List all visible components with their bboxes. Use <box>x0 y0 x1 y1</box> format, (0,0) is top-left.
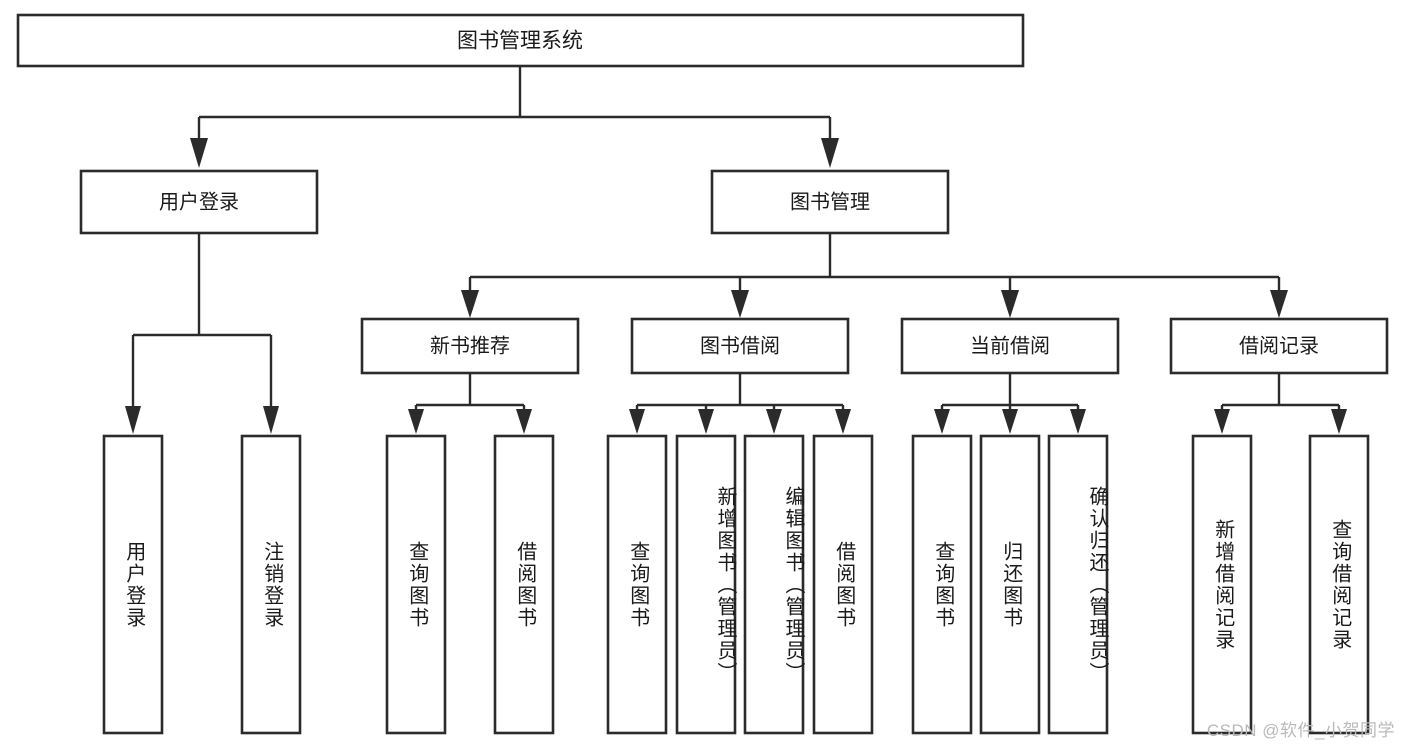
connector-group-borrow-records-children <box>1214 373 1347 434</box>
watermark-text: CSDN @软件_小贺同学 <box>1206 721 1395 740</box>
connector-group-book-manage-children <box>461 233 1288 318</box>
node-book-borrow-label: 图书借阅 <box>700 334 780 357</box>
node-root-box[interactable] <box>16 13 1025 68</box>
arrow-head-leaf-confirm-return <box>1070 409 1086 434</box>
node-borrow-records[interactable]: 借阅记录 <box>1169 317 1389 375</box>
arrow-head-book-borrow <box>731 290 749 318</box>
leaf-box-logout[interactable] <box>240 434 302 735</box>
leaf-box-borrow-book-1[interactable] <box>493 434 555 735</box>
arrow-head-current-borrow <box>1001 290 1019 318</box>
leaf-box-edit-book[interactable] <box>743 434 805 735</box>
node-new-book-recommend-label: 新书推荐 <box>430 334 510 357</box>
connector-group-current-borrow-children <box>934 373 1086 434</box>
leaf-box-query-book-3[interactable] <box>911 434 973 735</box>
node-book-borrow-box[interactable] <box>630 317 850 375</box>
connector-group-book-borrow-children <box>629 373 851 434</box>
arrow-head-leaf-logout <box>263 406 279 434</box>
node-user-login[interactable]: 用户登录 <box>79 169 319 235</box>
node-book-manage[interactable]: 图书管理 <box>710 169 950 235</box>
arrow-head-leaf-user-login <box>125 406 141 434</box>
connector-group-user-login-children <box>125 233 279 434</box>
node-user-login-box[interactable] <box>79 169 319 235</box>
arrow-head-leaf-query-book-3 <box>934 409 950 434</box>
arrow-head-leaf-query-record <box>1331 409 1347 434</box>
node-root-label: 图书管理系统 <box>457 30 583 53</box>
leaf-group-new-book-recommend <box>385 434 555 735</box>
node-root[interactable]: 图书管理系统 <box>16 13 1025 68</box>
arrow-head-borrow-records <box>1270 290 1288 318</box>
leaf-box-return-book[interactable] <box>979 434 1041 735</box>
connector-group-root-to-level1 <box>190 66 839 168</box>
arrow-head-leaf-query-book-2 <box>629 409 645 434</box>
leaf-group-user-login <box>102 434 302 735</box>
leaf-box-query-book-2[interactable] <box>606 434 668 735</box>
leaf-box-query-book-1[interactable] <box>385 434 447 735</box>
node-new-book-recommend-box[interactable] <box>360 317 580 375</box>
node-book-manage-box[interactable] <box>710 169 950 235</box>
node-book-manage-label: 图书管理 <box>790 190 870 213</box>
leaf-box-query-record[interactable] <box>1308 434 1370 735</box>
node-borrow-records-label: 借阅记录 <box>1239 334 1319 357</box>
arrow-head-new-book <box>461 290 479 318</box>
node-book-borrow[interactable]: 图书借阅 <box>630 317 850 375</box>
leaf-box-user-login[interactable] <box>102 434 164 735</box>
leaf-group-book-borrow <box>606 434 874 735</box>
node-current-borrow-box[interactable] <box>900 317 1120 375</box>
node-current-borrow[interactable]: 当前借阅 <box>900 317 1120 375</box>
arrow-head-user-login <box>190 138 208 168</box>
arrow-head-leaf-borrow-book-1 <box>516 409 532 434</box>
connector-group-new-book-children <box>408 373 532 434</box>
node-current-borrow-label: 当前借阅 <box>970 334 1050 357</box>
leaf-box-add-record[interactable] <box>1191 434 1253 735</box>
arrow-head-leaf-add-record <box>1214 409 1230 434</box>
leaf-group-borrow-records <box>1191 434 1370 735</box>
arrow-head-leaf-query-book-1 <box>408 409 424 434</box>
arrow-head-book-manage <box>821 138 839 168</box>
leaf-box-borrow-book-2[interactable] <box>812 434 874 735</box>
leaf-box-confirm-return[interactable] <box>1047 434 1109 735</box>
leaf-group-current-borrow <box>911 434 1109 735</box>
arrow-head-leaf-add-book <box>698 409 714 434</box>
leaf-box-add-book[interactable] <box>675 434 737 735</box>
node-borrow-records-box[interactable] <box>1169 317 1389 375</box>
arrow-head-leaf-return-book <box>1002 409 1018 434</box>
arrow-head-leaf-edit-book <box>766 409 782 434</box>
arrow-head-leaf-borrow-book-2 <box>835 409 851 434</box>
node-new-book-recommend[interactable]: 新书推荐 <box>360 317 580 375</box>
node-user-login-label: 用户登录 <box>159 190 239 213</box>
